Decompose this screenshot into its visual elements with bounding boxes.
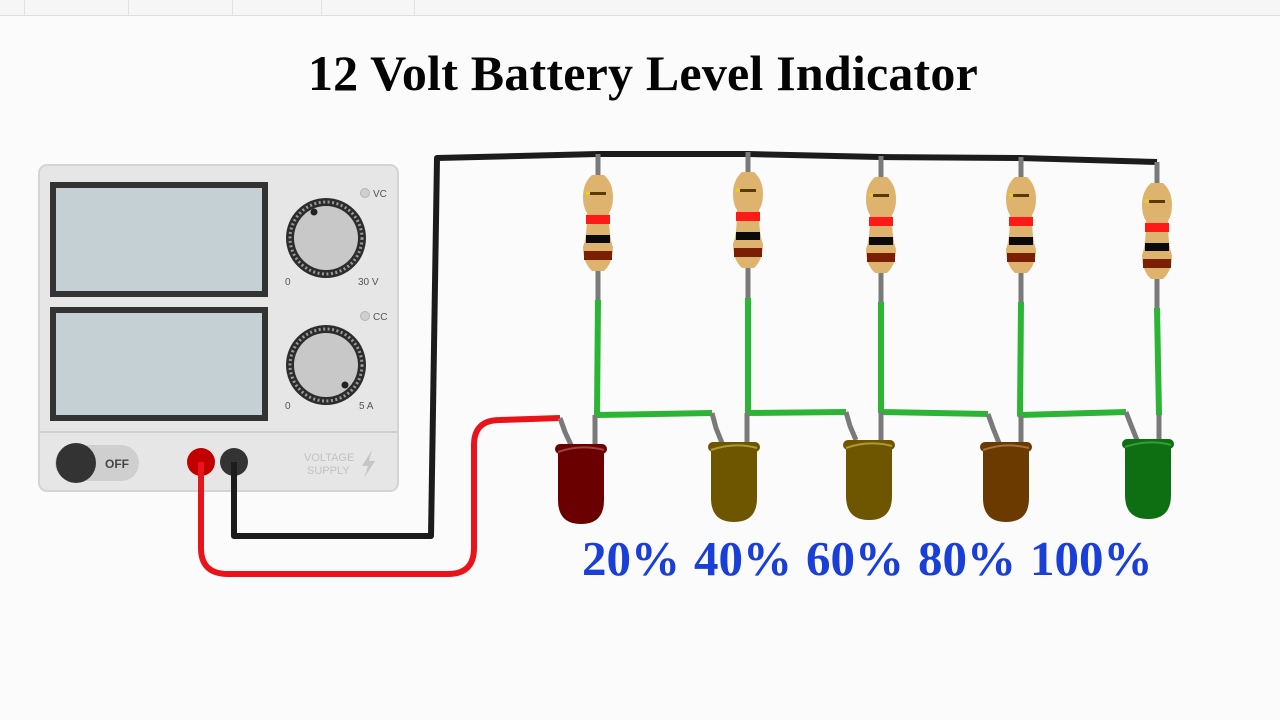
toolbar-segment xyxy=(129,0,233,15)
lightning-icon xyxy=(362,450,375,478)
current-max-label: 5 A xyxy=(359,401,374,412)
power-switch[interactable]: OFF xyxy=(55,443,139,483)
level-label: 40% xyxy=(694,531,792,586)
current-knob[interactable] xyxy=(286,325,366,405)
toolbar-segment xyxy=(25,0,129,15)
toolbar-segment xyxy=(233,0,322,15)
diagram-title: 12 Volt Battery Level Indicator xyxy=(307,45,979,101)
led-80[interactable] xyxy=(980,442,1032,522)
level-label: 60% xyxy=(806,531,904,586)
voltage-max-label: 30 V xyxy=(358,277,379,288)
led-40[interactable] xyxy=(708,442,760,522)
supply-label-line2: SUPPLY xyxy=(307,465,350,477)
resistor[interactable] xyxy=(1142,183,1172,279)
current-min-label: 0 xyxy=(285,401,291,412)
resistor[interactable] xyxy=(1006,177,1036,273)
browser-toolbar-strip xyxy=(0,0,1280,16)
switch-label: OFF xyxy=(105,457,129,471)
resistor[interactable] xyxy=(866,177,896,273)
led-leads xyxy=(557,411,1162,447)
toolbar-segment xyxy=(0,0,25,15)
cc-indicator-icon xyxy=(360,311,370,321)
led-100[interactable] xyxy=(1122,439,1174,519)
vc-indicator-icon xyxy=(360,188,370,198)
voltage-display xyxy=(50,182,268,297)
led-60[interactable] xyxy=(843,440,895,520)
resistor[interactable] xyxy=(583,175,613,271)
resistor[interactable] xyxy=(733,172,763,268)
led-20[interactable] xyxy=(555,444,607,524)
toolbar-segment xyxy=(322,0,415,15)
voltage-knob[interactable] xyxy=(286,198,366,278)
level-label: 80% xyxy=(918,531,1016,586)
signal-wires xyxy=(594,298,1162,418)
voltage-min-label: 0 xyxy=(285,277,291,288)
power-supply[interactable]: VC CC 0 30 V 0 5 A OFF VOLTAGE SUPPLY xyxy=(38,164,399,492)
level-label: 100% xyxy=(1030,531,1153,586)
positive-wire xyxy=(198,415,561,577)
supply-label-line1: VOLTAGE xyxy=(304,452,354,464)
level-labels: 20% 40% 60% 80% 100% xyxy=(582,530,1167,587)
level-label: 20% xyxy=(582,531,680,586)
cc-label: CC xyxy=(373,312,387,323)
current-display xyxy=(50,307,268,421)
vc-label: VC xyxy=(373,189,387,200)
